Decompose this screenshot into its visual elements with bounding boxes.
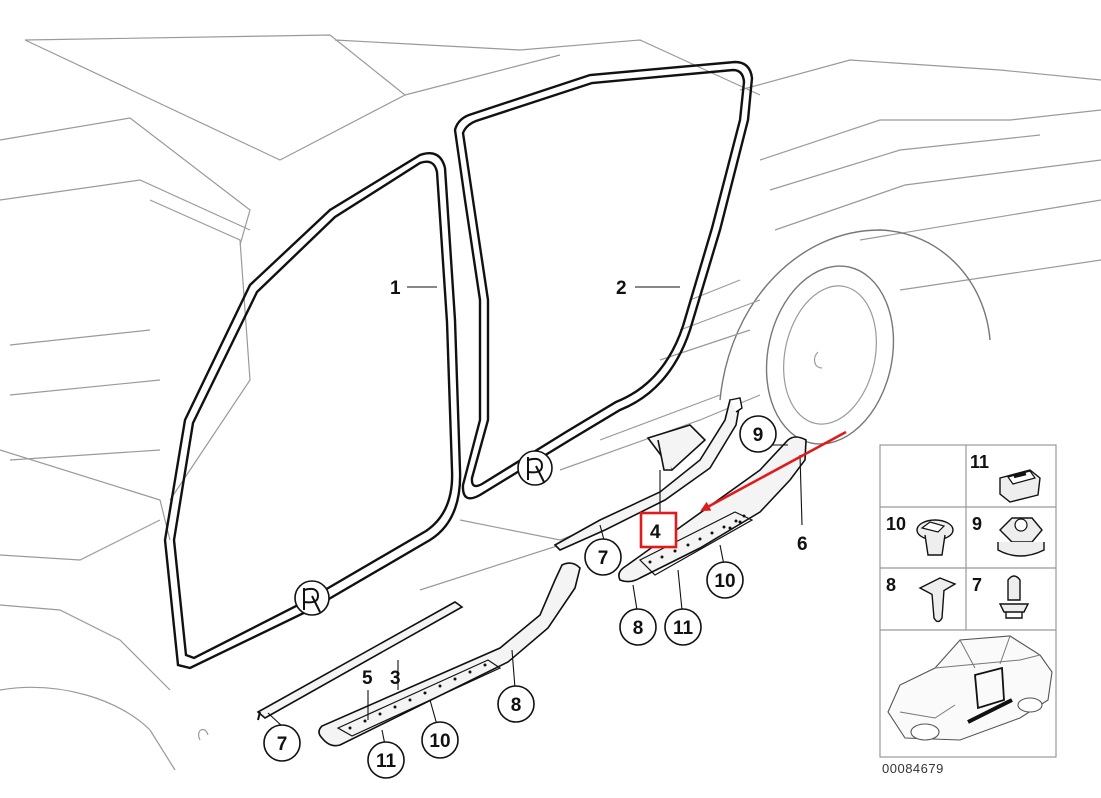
inset-label-7: 7 — [972, 575, 982, 595]
callout-circle-11a — [367, 741, 405, 779]
expansion-clip-icon — [916, 519, 954, 556]
callout-circle-9 — [739, 415, 777, 453]
callout-6: 6 — [797, 534, 808, 555]
callout-circle-8a — [497, 685, 535, 723]
inset-label-8: 8 — [886, 575, 896, 595]
highlight-box — [639, 511, 678, 549]
inset-label-9: 9 — [972, 514, 982, 534]
fastener-inset: 11 10 9 8 7 — [879, 444, 1057, 758]
clip-nut-icon — [999, 469, 1041, 503]
front-sill-cover — [318, 562, 581, 747]
callout-8b: 8 — [633, 618, 644, 639]
callout-10b: 10 — [714, 571, 735, 592]
callout-11a: 11 — [376, 751, 397, 772]
clip-pin-icon — [998, 575, 1030, 619]
car-location-thumbnail — [887, 635, 1053, 741]
callout-3: 3 — [390, 668, 401, 689]
leader-lines — [267, 286, 803, 746]
callout-circle-10b — [706, 561, 744, 599]
callout-labels: 1 2 5 3 6 4 7 11 10 8 7 8 11 10 9 — [263, 278, 808, 779]
push-rivet-icon — [918, 577, 957, 623]
front-sill-seal-strip-3 — [256, 601, 464, 721]
callout-9: 9 — [753, 425, 764, 446]
red-arrow — [700, 430, 847, 512]
callout-4: 4 — [650, 522, 661, 543]
callout-1: 1 — [390, 278, 401, 299]
car-body-outline — [0, 34, 1101, 771]
callout-10a: 10 — [429, 731, 450, 752]
callout-7a: 7 — [277, 734, 288, 755]
front-door-seal — [163, 151, 462, 670]
wedge-part-4 — [646, 424, 707, 472]
callout-circle-7b — [584, 538, 622, 576]
callout-5: 5 — [362, 668, 373, 689]
callout-circle-7a — [263, 724, 301, 762]
callout-8a: 8 — [511, 695, 522, 716]
callout-circle-8b — [619, 608, 657, 646]
callout-7b: 7 — [598, 548, 609, 569]
seal-plug-connector-rear — [517, 450, 553, 486]
callout-11b: 11 — [673, 618, 694, 639]
callout-2: 2 — [616, 278, 627, 299]
seal-plug-connector-front — [294, 580, 330, 616]
reference-number: 00084679 — [882, 761, 944, 776]
inset-label-11: 11 — [970, 452, 989, 472]
inset-label-10: 10 — [886, 514, 906, 534]
rear-door-seal — [453, 60, 754, 500]
callout-circle-11b — [664, 608, 702, 646]
callout-circle-10a — [421, 721, 459, 759]
hex-nut-icon — [997, 517, 1045, 557]
